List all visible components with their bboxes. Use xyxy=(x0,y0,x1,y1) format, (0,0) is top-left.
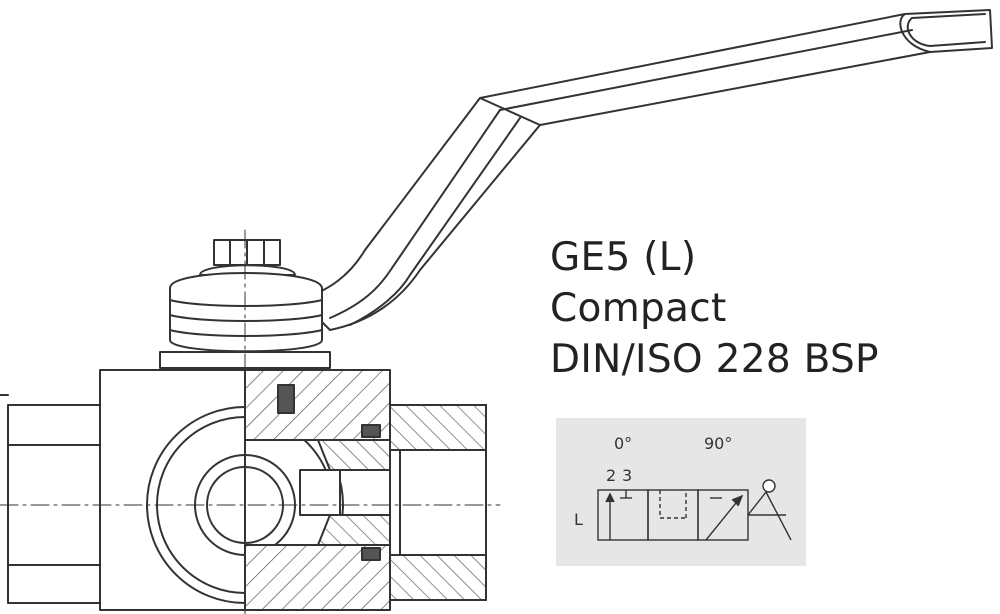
port-3-label: 3 xyxy=(622,466,633,485)
thread-standard: DIN/ISO 228 BSP xyxy=(550,337,879,382)
handle-lever-icon xyxy=(299,9,993,331)
centre-lines xyxy=(0,229,501,614)
angle-0-label: 0° xyxy=(614,434,633,453)
product-title: GE5 (L) Compact DIN/ISO 228 BSP xyxy=(550,232,879,385)
left-port xyxy=(0,394,101,604)
section-view xyxy=(244,369,487,611)
port-2-label: 2 xyxy=(606,466,617,485)
valve-symbol-icon xyxy=(597,479,792,541)
angle-90-label: 90° xyxy=(704,434,733,453)
valve-symbol-panel: 0° 90° 2 3 L xyxy=(556,418,806,566)
variant-name: Compact xyxy=(550,286,727,331)
model-name: GE5 (L) xyxy=(550,235,697,280)
flow-type-label: L xyxy=(574,510,583,529)
